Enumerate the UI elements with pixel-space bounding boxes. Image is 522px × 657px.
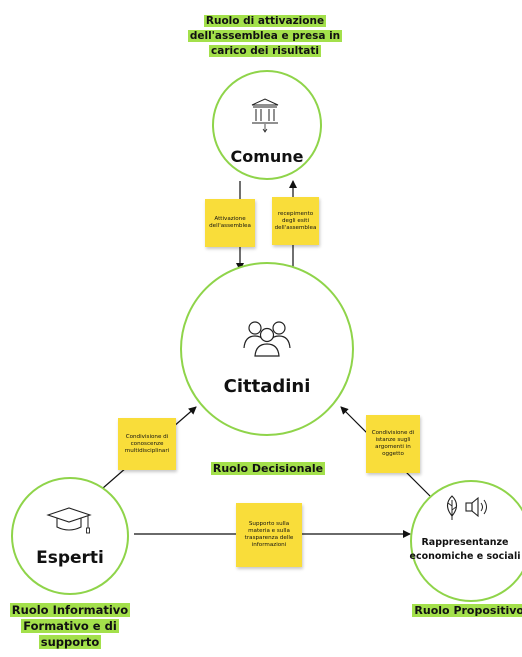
role-comune: Ruolo di attivazione dell'assemblea e pr… [187, 15, 343, 57]
government-building-icon [251, 98, 279, 133]
people-group-icon [243, 321, 291, 357]
role-rappresentanze: Ruolo Propositivo [406, 603, 522, 619]
node-comune-label: Comune [230, 147, 304, 166]
node-rappresentanze [410, 480, 522, 602]
role-esperti: Ruolo Informativo Formativo e di support… [9, 603, 131, 649]
note-istanze: Condivisione di istanze sugli argomenti … [366, 415, 420, 473]
leaf-and-speaker-icon [446, 495, 487, 520]
node-rappresentanze-label: Rappresentanze economiche e sociali [409, 537, 521, 562]
role-cittadini: Ruolo Decisionale [210, 462, 326, 475]
node-cittadini-label: Cittadini [223, 376, 311, 397]
note-recepimento: recepimento degli esiti dell'assemblea [272, 197, 319, 245]
node-comune [212, 70, 322, 180]
node-esperti [11, 477, 129, 595]
graduation-cap-icon [46, 507, 92, 534]
node-esperti-label: Esperti [36, 548, 104, 568]
note-conoscenze: Condivisione di conoscenze multidiscipli… [118, 418, 176, 470]
note-attivazione: Attivazione dell'assemblea [205, 199, 255, 247]
note-supporto: Supporto sulla materia e sulla trasparen… [236, 503, 302, 567]
